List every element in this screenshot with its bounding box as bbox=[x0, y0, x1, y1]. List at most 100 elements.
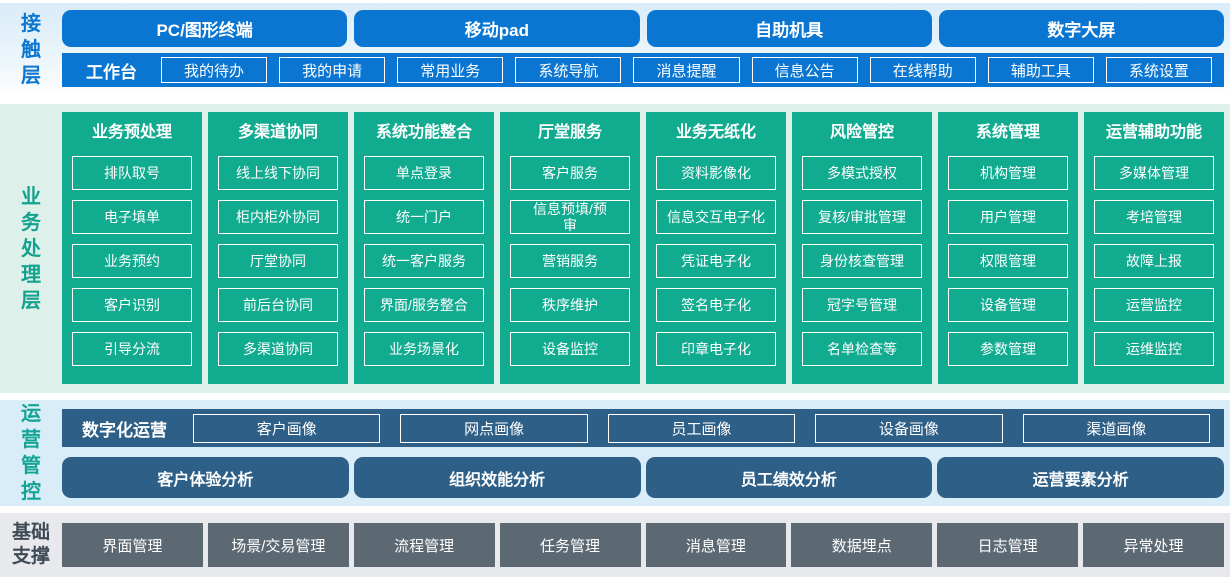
foundation-data-tracking[interactable]: 数据埋点 bbox=[791, 523, 933, 567]
column-item[interactable]: 客户服务 bbox=[510, 156, 630, 190]
analysis-operation-elements[interactable]: 运营要素分析 bbox=[937, 457, 1224, 498]
foundation-row: 界面管理 场景/交易管理 流程管理 任务管理 消息管理 数据埋点 日志管理 异常… bbox=[62, 523, 1224, 567]
column-item[interactable]: 柜内柜外协同 bbox=[218, 200, 338, 234]
business-layer-band: 业务处理层 业务预处理 排队取号 电子填单 业务预约 客户识别 引导分流 多渠道… bbox=[0, 104, 1230, 393]
business-column-paperless: 业务无纸化 资料影像化 信息交互电子化 凭证电子化 签名电子化 印章电子化 bbox=[646, 112, 786, 384]
terminal-mobile-pad[interactable]: 移动pad bbox=[354, 10, 640, 47]
workbench-item-system-nav[interactable]: 系统导航 bbox=[515, 57, 622, 83]
business-column-hall-service: 厅堂服务 客户服务 信息预填/预审 营销服务 秩序维护 设备监控 bbox=[500, 112, 640, 384]
operation-control-label: 运营管控 bbox=[21, 403, 41, 503]
column-item[interactable]: 电子填单 bbox=[72, 200, 192, 234]
digital-item-customer-profile[interactable]: 客户画像 bbox=[193, 413, 381, 443]
business-column-operation-auxiliary: 运营辅助功能 多媒体管理 考培管理 故障上报 运营监控 运维监控 bbox=[1084, 112, 1224, 384]
foundation-support-content: 界面管理 场景/交易管理 流程管理 任务管理 消息管理 数据埋点 日志管理 异常… bbox=[62, 513, 1230, 577]
column-item[interactable]: 运维监控 bbox=[1094, 332, 1214, 366]
column-item[interactable]: 资料影像化 bbox=[656, 156, 776, 190]
column-item[interactable]: 前后台协同 bbox=[218, 288, 338, 322]
analysis-row: 客户体验分析 组织效能分析 员工绩效分析 运营要素分析 bbox=[62, 457, 1224, 498]
operation-control-label-wrap: 运营管控 bbox=[0, 400, 62, 506]
column-item[interactable]: 用户管理 bbox=[948, 200, 1068, 234]
terminal-pc-graphic[interactable]: PC/图形终端 bbox=[62, 10, 348, 47]
column-item[interactable]: 引导分流 bbox=[72, 332, 192, 366]
workbench-item-auxiliary-tools[interactable]: 辅助工具 bbox=[987, 57, 1094, 83]
column-item[interactable]: 复核/审批管理 bbox=[802, 200, 922, 234]
digital-item-branch-profile[interactable]: 网点画像 bbox=[400, 413, 588, 443]
column-item[interactable]: 设备监控 bbox=[510, 332, 630, 366]
column-item[interactable]: 客户识别 bbox=[72, 288, 192, 322]
digital-item-device-profile[interactable]: 设备画像 bbox=[815, 413, 1003, 443]
column-item[interactable]: 凭证电子化 bbox=[656, 244, 776, 278]
column-item[interactable]: 名单检查等 bbox=[802, 332, 922, 366]
digital-item-employee-profile[interactable]: 员工画像 bbox=[607, 413, 796, 443]
foundation-interface-management[interactable]: 界面管理 bbox=[62, 523, 203, 567]
column-item[interactable]: 线上线下协同 bbox=[218, 156, 338, 190]
column-item[interactable]: 排队取号 bbox=[72, 156, 192, 190]
contact-layer-label-wrap: 接触层 bbox=[0, 3, 62, 97]
foundation-scene-transaction-management[interactable]: 场景/交易管理 bbox=[207, 523, 349, 567]
foundation-support-band: 基础支撑 界面管理 场景/交易管理 流程管理 任务管理 消息管理 数据埋点 日志… bbox=[0, 513, 1230, 577]
column-item[interactable]: 信息预填/预审 bbox=[510, 200, 630, 234]
column-item[interactable]: 统一客户服务 bbox=[364, 244, 484, 278]
business-column-system-integration: 系统功能整合 单点登录 统一门户 统一客户服务 界面/服务整合 业务场景化 bbox=[354, 112, 494, 384]
column-item[interactable]: 营销服务 bbox=[510, 244, 630, 278]
contact-layer-content: PC/图形终端 移动pad 自助机具 数字大屏 工作台 我的待办 我的申请 常用… bbox=[62, 3, 1230, 97]
column-item[interactable]: 考培管理 bbox=[1094, 200, 1214, 234]
foundation-log-management[interactable]: 日志管理 bbox=[937, 523, 1079, 567]
column-item[interactable]: 身份核查管理 bbox=[802, 244, 922, 278]
column-item[interactable]: 业务场景化 bbox=[364, 332, 484, 366]
column-item[interactable]: 信息交互电子化 bbox=[656, 200, 776, 234]
column-item[interactable]: 厅堂协同 bbox=[218, 244, 338, 278]
column-item[interactable]: 运营监控 bbox=[1094, 288, 1214, 322]
column-title: 业务无纸化 bbox=[675, 124, 756, 141]
business-layer-label: 业务处理层 bbox=[21, 185, 41, 312]
operation-control-band: 运营管控 数字化运营 客户画像 网点画像 员工画像 设备画像 渠道画像 客户体验… bbox=[0, 400, 1230, 506]
column-item[interactable]: 权限管理 bbox=[948, 244, 1068, 278]
workbench-label: 工作台 bbox=[86, 62, 137, 82]
column-item[interactable]: 单点登录 bbox=[364, 156, 484, 190]
business-column-multichannel: 多渠道协同 线上线下协同 柜内柜外协同 厅堂协同 前后台协同 多渠道协同 bbox=[208, 112, 348, 384]
analysis-org-efficiency[interactable]: 组织效能分析 bbox=[353, 457, 641, 498]
workbench-item-info-announcement[interactable]: 信息公告 bbox=[751, 57, 858, 83]
column-title: 厅堂服务 bbox=[537, 124, 602, 141]
column-item[interactable]: 多渠道协同 bbox=[218, 332, 338, 366]
column-item[interactable]: 签名电子化 bbox=[656, 288, 776, 322]
business-layer-label-wrap: 业务处理层 bbox=[0, 104, 62, 393]
digital-item-channel-profile[interactable]: 渠道画像 bbox=[1022, 413, 1211, 443]
workbench-item-my-todo[interactable]: 我的待办 bbox=[161, 57, 268, 83]
analysis-employee-performance[interactable]: 员工绩效分析 bbox=[645, 457, 933, 498]
column-item[interactable]: 业务预约 bbox=[72, 244, 192, 278]
column-item[interactable]: 多媒体管理 bbox=[1094, 156, 1214, 190]
column-item[interactable]: 冠字号管理 bbox=[802, 288, 922, 322]
foundation-support-label: 基础支撑 bbox=[11, 522, 50, 567]
contact-layer-label: 接触层 bbox=[21, 13, 41, 87]
terminal-self-service[interactable]: 自助机具 bbox=[646, 10, 932, 47]
digital-operation-label: 数字化运营 bbox=[82, 420, 167, 440]
column-item[interactable]: 统一门户 bbox=[364, 200, 484, 234]
analysis-customer-experience[interactable]: 客户体验分析 bbox=[62, 457, 349, 498]
business-columns: 业务预处理 排队取号 电子填单 业务预约 客户识别 引导分流 多渠道协同 线上线… bbox=[62, 112, 1224, 384]
column-item[interactable]: 秩序维护 bbox=[510, 288, 630, 322]
column-item[interactable]: 印章电子化 bbox=[656, 332, 776, 366]
column-item[interactable]: 机构管理 bbox=[948, 156, 1068, 190]
column-title: 运营辅助功能 bbox=[1105, 124, 1202, 141]
foundation-exception-handling[interactable]: 异常处理 bbox=[1083, 523, 1224, 567]
column-item[interactable]: 界面/服务整合 bbox=[364, 288, 484, 322]
workbench-item-common-business[interactable]: 常用业务 bbox=[397, 57, 504, 83]
column-item[interactable]: 设备管理 bbox=[948, 288, 1068, 322]
foundation-process-management[interactable]: 流程管理 bbox=[353, 523, 495, 567]
foundation-task-management[interactable]: 任务管理 bbox=[499, 523, 641, 567]
column-title: 业务预处理 bbox=[91, 124, 172, 141]
foundation-message-management[interactable]: 消息管理 bbox=[645, 523, 787, 567]
workbench-item-my-application[interactable]: 我的申请 bbox=[279, 57, 386, 83]
column-item[interactable]: 故障上报 bbox=[1094, 244, 1214, 278]
workbench-item-message-reminder[interactable]: 消息提醒 bbox=[633, 57, 740, 83]
workbench-bar: 工作台 我的待办 我的申请 常用业务 系统导航 消息提醒 信息公告 在线帮助 辅… bbox=[62, 53, 1224, 87]
terminal-digital-screen[interactable]: 数字大屏 bbox=[938, 10, 1224, 47]
workbench-item-system-settings[interactable]: 系统设置 bbox=[1105, 57, 1212, 83]
foundation-support-label-wrap: 基础支撑 bbox=[0, 513, 62, 577]
column-item[interactable]: 多模式授权 bbox=[802, 156, 922, 190]
column-item[interactable]: 参数管理 bbox=[948, 332, 1068, 366]
workbench-item-online-help[interactable]: 在线帮助 bbox=[869, 57, 976, 83]
business-column-preprocessing: 业务预处理 排队取号 电子填单 业务预约 客户识别 引导分流 bbox=[62, 112, 202, 384]
